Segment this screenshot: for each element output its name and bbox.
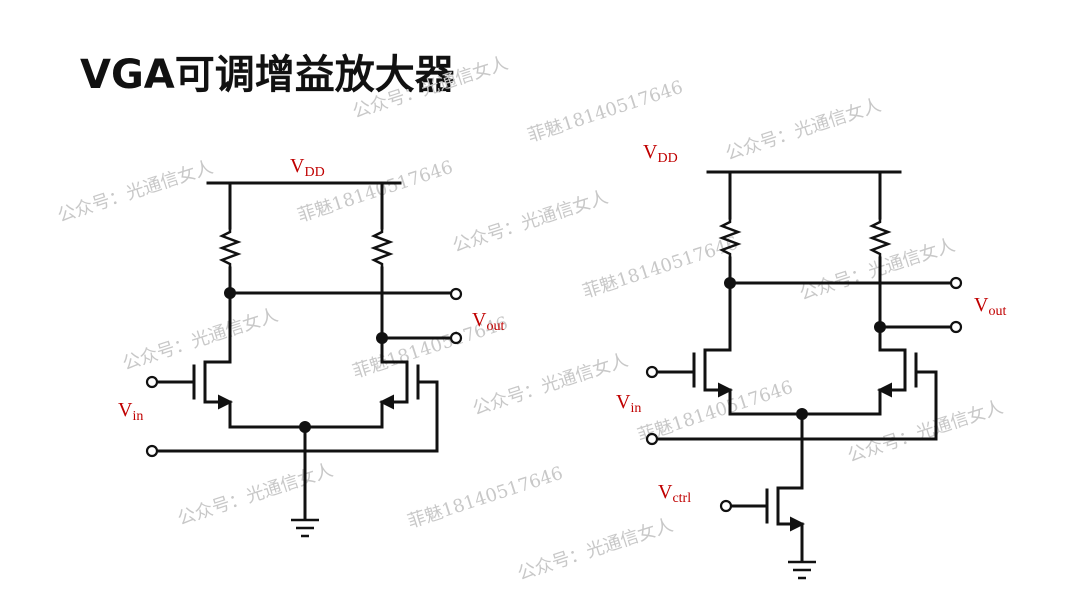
watermark-text: 菲魅18140517646 — [580, 233, 741, 303]
watermark-text: 公众号：光通信女人 — [845, 397, 1006, 467]
watermark-text: 公众号：光通信女人 — [450, 187, 611, 257]
vout-label: Vout — [472, 309, 504, 334]
vdd-label: VDD — [290, 155, 325, 180]
vin-terminal — [145, 375, 159, 389]
vout-terminal — [449, 287, 463, 301]
right-circuit: VDD Vout Vin — [616, 141, 1006, 580]
input-terminal — [645, 432, 659, 446]
watermarks: 公众号：光通信女人 菲魅18140517646 公众号：光通信女人 菲魅1814… — [55, 53, 1006, 585]
watermark-text: 公众号：光通信女人 — [470, 350, 631, 420]
resistor-icon — [370, 228, 394, 268]
vout-terminal — [949, 276, 963, 290]
nmos-transistor-icon — [379, 360, 439, 453]
watermark-text: 菲魅18140517646 — [405, 463, 566, 533]
vdd-label: VDD — [643, 141, 678, 166]
vout-label: Vout — [974, 294, 1006, 319]
vctrl-terminal — [719, 499, 733, 513]
resistor-icon — [718, 218, 742, 258]
vin-terminal — [645, 365, 659, 379]
watermark-text: 公众号：光通信女人 — [797, 235, 958, 305]
left-circuit: VDD Vout Vin — [118, 155, 504, 538]
resistor-icon — [868, 218, 892, 258]
watermark-text: 菲魅18140517646 — [635, 377, 796, 447]
nmos-transistor-icon — [730, 486, 805, 562]
vin-label: Vin — [118, 399, 143, 424]
page-title: VGA可调增益放大器 — [80, 52, 455, 98]
vout-terminal — [949, 320, 963, 334]
input-terminal — [145, 444, 159, 458]
watermark-text: 公众号：光通信女人 — [723, 95, 884, 165]
vin-label: Vin — [616, 391, 641, 416]
vout-terminal — [449, 331, 463, 345]
watermark-text: 公众号：光通信女人 — [515, 515, 676, 585]
watermark-text: 公众号：光通信女人 — [120, 305, 281, 375]
nmos-transistor-icon — [877, 348, 938, 441]
watermark-text: 公众号：光通信女人 — [350, 53, 511, 123]
nmos-transistor-icon — [156, 360, 233, 429]
resistor-icon — [218, 228, 242, 268]
ground-icon — [788, 560, 816, 580]
ground-icon — [291, 518, 319, 538]
watermark-text: 公众号：光通信女人 — [55, 157, 216, 227]
nmos-transistor-icon — [656, 348, 733, 416]
vctrl-label: Vctrl — [658, 481, 691, 506]
watermark-text: 菲魅18140517646 — [525, 77, 686, 147]
